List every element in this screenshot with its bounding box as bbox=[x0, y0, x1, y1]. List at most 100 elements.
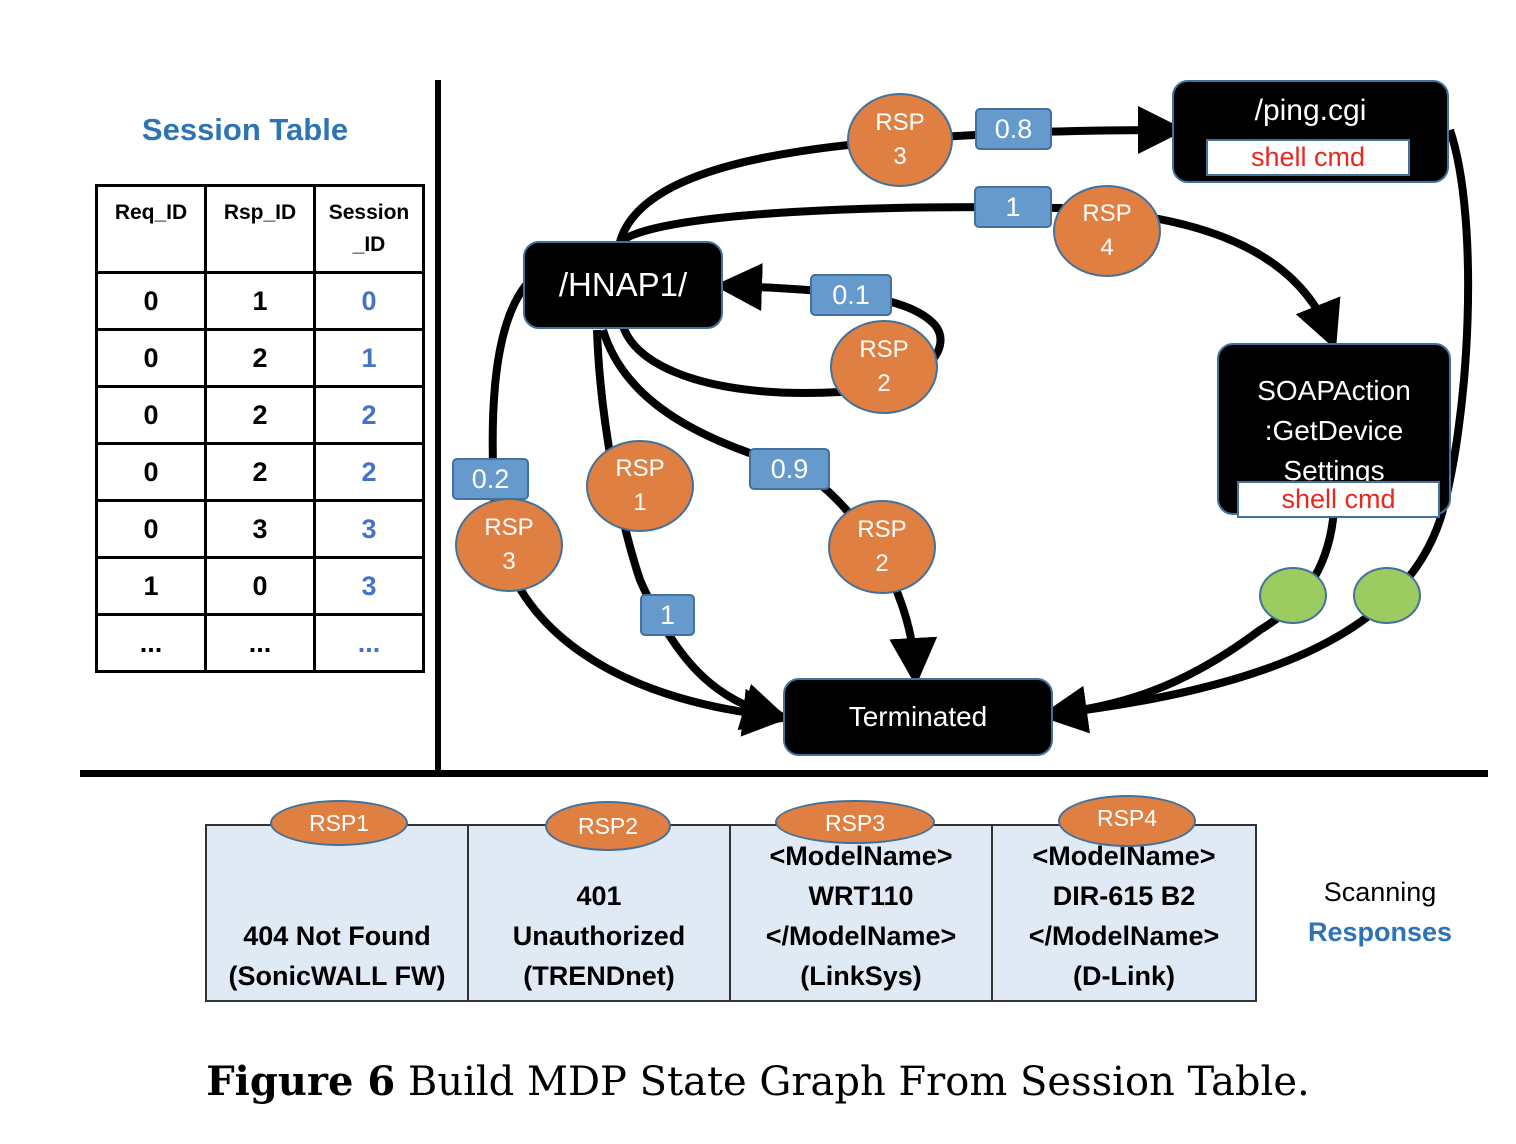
soap-line2: :GetDevice bbox=[1264, 415, 1404, 446]
state-hnap1: /HNAP1/ bbox=[523, 241, 723, 329]
req-id-cell: 0 bbox=[95, 385, 207, 445]
state-terminated-label: Terminated bbox=[848, 701, 988, 732]
prob-label-rsp1: 1 bbox=[640, 594, 695, 636]
rsp-node-3-left-label: RSP bbox=[484, 514, 534, 541]
response-rsp4-line: </ModelName> bbox=[1028, 921, 1220, 951]
response-rsp4-line: (D-Link) bbox=[1073, 961, 1175, 991]
scanning-label-line1: Scanning bbox=[1323, 877, 1437, 907]
rsp-node-4: RSP 4 bbox=[1053, 185, 1161, 277]
figure-number: Figure 6 bbox=[206, 1058, 396, 1105]
green-node-ping bbox=[1353, 567, 1421, 624]
response-rsp2-line: Unauthorized bbox=[512, 921, 686, 951]
rsp-id-cell: 2 bbox=[204, 385, 316, 445]
session-id-cell: 0 bbox=[313, 271, 425, 331]
response-cell-rsp2: 401 Unauthorized (TRENDnet) bbox=[469, 826, 731, 1000]
rsp-node-1: RSP 1 bbox=[586, 440, 694, 532]
green-node-soap bbox=[1259, 567, 1327, 624]
req-id-cell: ... bbox=[95, 613, 207, 673]
rsp-node-3-top: RSP 3 bbox=[847, 93, 953, 187]
session-id-cell: 1 bbox=[313, 328, 425, 388]
rsp-id-cell: 3 bbox=[204, 499, 316, 559]
rsp-node-1-label: RSP bbox=[615, 455, 665, 482]
rsp-id-cell: ... bbox=[204, 613, 316, 673]
rsp-node-3-top-num: 3 bbox=[893, 143, 907, 170]
response-badge-rsp2: RSP2 bbox=[545, 801, 671, 851]
response-rsp2-line: (TRENDnet) bbox=[523, 961, 675, 991]
rsp-node-4-label: RSP bbox=[1082, 200, 1132, 227]
response-rsp1-line: (SonicWALL FW) bbox=[228, 961, 446, 991]
soap-line3: Settings bbox=[1283, 455, 1385, 486]
req-id-cell: 0 bbox=[95, 271, 207, 331]
response-badge-rsp3: RSP3 bbox=[775, 800, 935, 844]
soap-line1: SOAPAction bbox=[1257, 375, 1411, 406]
rsp-id-cell: 0 bbox=[204, 556, 316, 616]
state-terminated: Terminated bbox=[783, 678, 1053, 756]
rsp-node-2-term-label: RSP bbox=[857, 516, 907, 543]
session-id-cell: ... bbox=[313, 613, 425, 673]
rsp-node-3-left-num: 3 bbox=[502, 548, 516, 575]
response-cell-rsp1: 404 Not Found (SonicWALL FW) bbox=[207, 826, 469, 1000]
scanning-label-line2: Responses bbox=[1307, 917, 1453, 947]
response-rsp3-line: (LinkSys) bbox=[800, 961, 922, 991]
header-session-id: Session _ID bbox=[313, 184, 425, 274]
header-rsp-id: Rsp_ID bbox=[204, 184, 316, 274]
rsp-node-4-num: 4 bbox=[1100, 234, 1114, 261]
soap-shell-cmd: shell cmd bbox=[1237, 481, 1440, 518]
req-id-cell: 0 bbox=[95, 328, 207, 388]
req-id-cell: 1 bbox=[95, 556, 207, 616]
response-rsp4-line: DIR-615 B2 bbox=[1052, 881, 1196, 911]
response-rsp2-line: 401 bbox=[576, 881, 622, 911]
prob-label-rsp3: 0.2 bbox=[452, 458, 529, 500]
req-id-cell: 0 bbox=[95, 499, 207, 559]
rsp-id-cell: 1 bbox=[204, 271, 316, 331]
scanning-responses-table: 404 Not Found (SonicWALL FW) 401 Unautho… bbox=[205, 824, 1257, 1002]
req-id-cell: 0 bbox=[95, 442, 207, 502]
session-id-cell: 2 bbox=[313, 385, 425, 445]
rsp-node-2-loop: RSP 2 bbox=[830, 320, 938, 414]
rsp-id-cell: 2 bbox=[204, 442, 316, 502]
response-rsp1-line: 404 Not Found bbox=[243, 921, 431, 951]
rsp-node-3-top-label: RSP bbox=[875, 109, 925, 136]
scanning-responses-label: Scanning Responses bbox=[1290, 872, 1470, 952]
response-cell-rsp3: <ModelName> WRT110 </ModelName> (LinkSys… bbox=[731, 826, 993, 1000]
figure-caption: Figure 6 Build MDP State Graph From Sess… bbox=[0, 1058, 1516, 1105]
response-badge-rsp4: RSP4 bbox=[1058, 795, 1196, 847]
session-table-header-row: Req_ID Rsp_ID Session _ID bbox=[95, 184, 425, 274]
header-session-id-text: Session _ID bbox=[328, 201, 410, 256]
header-req-id: Req_ID bbox=[95, 184, 207, 274]
rsp-node-2-term-num: 2 bbox=[875, 550, 889, 577]
response-rsp3-line: <ModelName> bbox=[769, 841, 953, 871]
figure-caption-text: Build MDP State Graph From Session Table… bbox=[395, 1059, 1310, 1105]
rsp-node-3-left: RSP 3 bbox=[455, 498, 563, 592]
rsp-node-2-term: RSP 2 bbox=[828, 500, 936, 594]
horizontal-divider bbox=[80, 770, 1488, 777]
state-hnap1-label: /HNAP1/ bbox=[558, 266, 688, 303]
session-table-title: Session Table bbox=[141, 112, 349, 147]
prob-label-ping: 0.8 bbox=[975, 108, 1052, 150]
state-ping-cgi-label: /ping.cgi bbox=[1254, 94, 1367, 127]
rsp-node-1-num: 1 bbox=[633, 489, 647, 516]
edge-hnap-rsp1-term bbox=[593, 329, 791, 731]
rsp-node-2-loop-label: RSP bbox=[859, 336, 909, 363]
response-rsp3-line: WRT110 bbox=[808, 881, 914, 911]
session-table-row: ......... bbox=[95, 613, 425, 673]
session-id-cell: 3 bbox=[313, 556, 425, 616]
session-id-cell: 3 bbox=[313, 499, 425, 559]
response-badge-rsp1: RSP1 bbox=[270, 800, 408, 846]
rsp-node-2-loop-num: 2 bbox=[877, 370, 891, 397]
response-cell-rsp4: <ModelName> DIR-615 B2 </ModelName> (D-L… bbox=[993, 826, 1255, 1000]
session-id-cell: 2 bbox=[313, 442, 425, 502]
prob-label-loop: 0.1 bbox=[810, 274, 892, 316]
edge-ping-term bbox=[1054, 128, 1473, 718]
rsp-id-cell: 2 bbox=[204, 328, 316, 388]
response-rsp3-line: </ModelName> bbox=[765, 921, 957, 951]
vertical-divider bbox=[435, 80, 441, 774]
prob-label-soap: 1 bbox=[974, 186, 1052, 228]
prob-label-rsp2: 0.9 bbox=[749, 448, 830, 490]
